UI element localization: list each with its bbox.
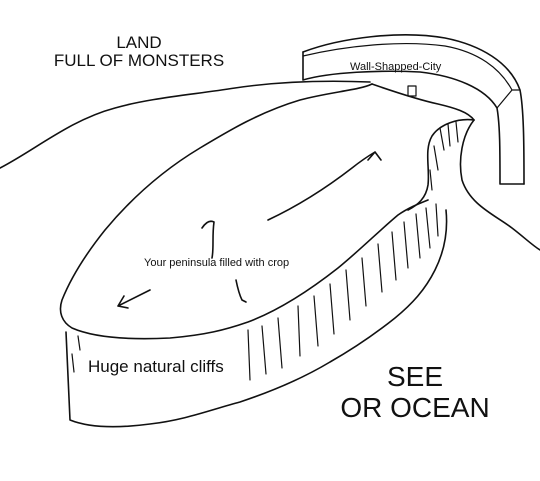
land-bridge-left-cliff bbox=[407, 118, 475, 211]
city-gate bbox=[407, 85, 417, 97]
land-label-line2: FULL OF MONSTERS bbox=[53, 50, 225, 70]
sea-label: SEE OR OCEAN bbox=[320, 361, 510, 424]
city-plateau-edge bbox=[371, 83, 475, 121]
city-wall-outer bbox=[302, 34, 525, 185]
mainland-coastline bbox=[0, 80, 371, 169]
city-wall-inner bbox=[302, 51, 525, 185]
peninsula-label: Your peninsula filled with crop bbox=[144, 257, 290, 269]
peninsula-top-edge bbox=[59, 83, 429, 340]
land-bridge-cliff-hatching bbox=[429, 121, 459, 191]
sea-label-line2: OR OCEAN bbox=[340, 391, 490, 423]
field-arrow-top bbox=[267, 151, 382, 221]
land-label-line1: LAND bbox=[116, 33, 162, 52]
sea-label-line1: SEE bbox=[386, 361, 444, 392]
field-arrow-bottom-left bbox=[117, 289, 151, 309]
land-bridge-right-edge bbox=[459, 119, 540, 251]
land-label: LAND FULL OF MONSTERS bbox=[44, 34, 234, 70]
field-arrow-left bbox=[201, 220, 215, 259]
city-label: Wall-Shapped-City bbox=[350, 61, 442, 73]
field-mark-bottom bbox=[235, 279, 247, 303]
peninsula-cliff-base bbox=[65, 209, 448, 428]
city-wall-top-edge bbox=[302, 43, 521, 109]
cliffs-label: Huge natural cliffs bbox=[88, 357, 224, 376]
peninsula-cliff-hatching bbox=[71, 203, 439, 381]
